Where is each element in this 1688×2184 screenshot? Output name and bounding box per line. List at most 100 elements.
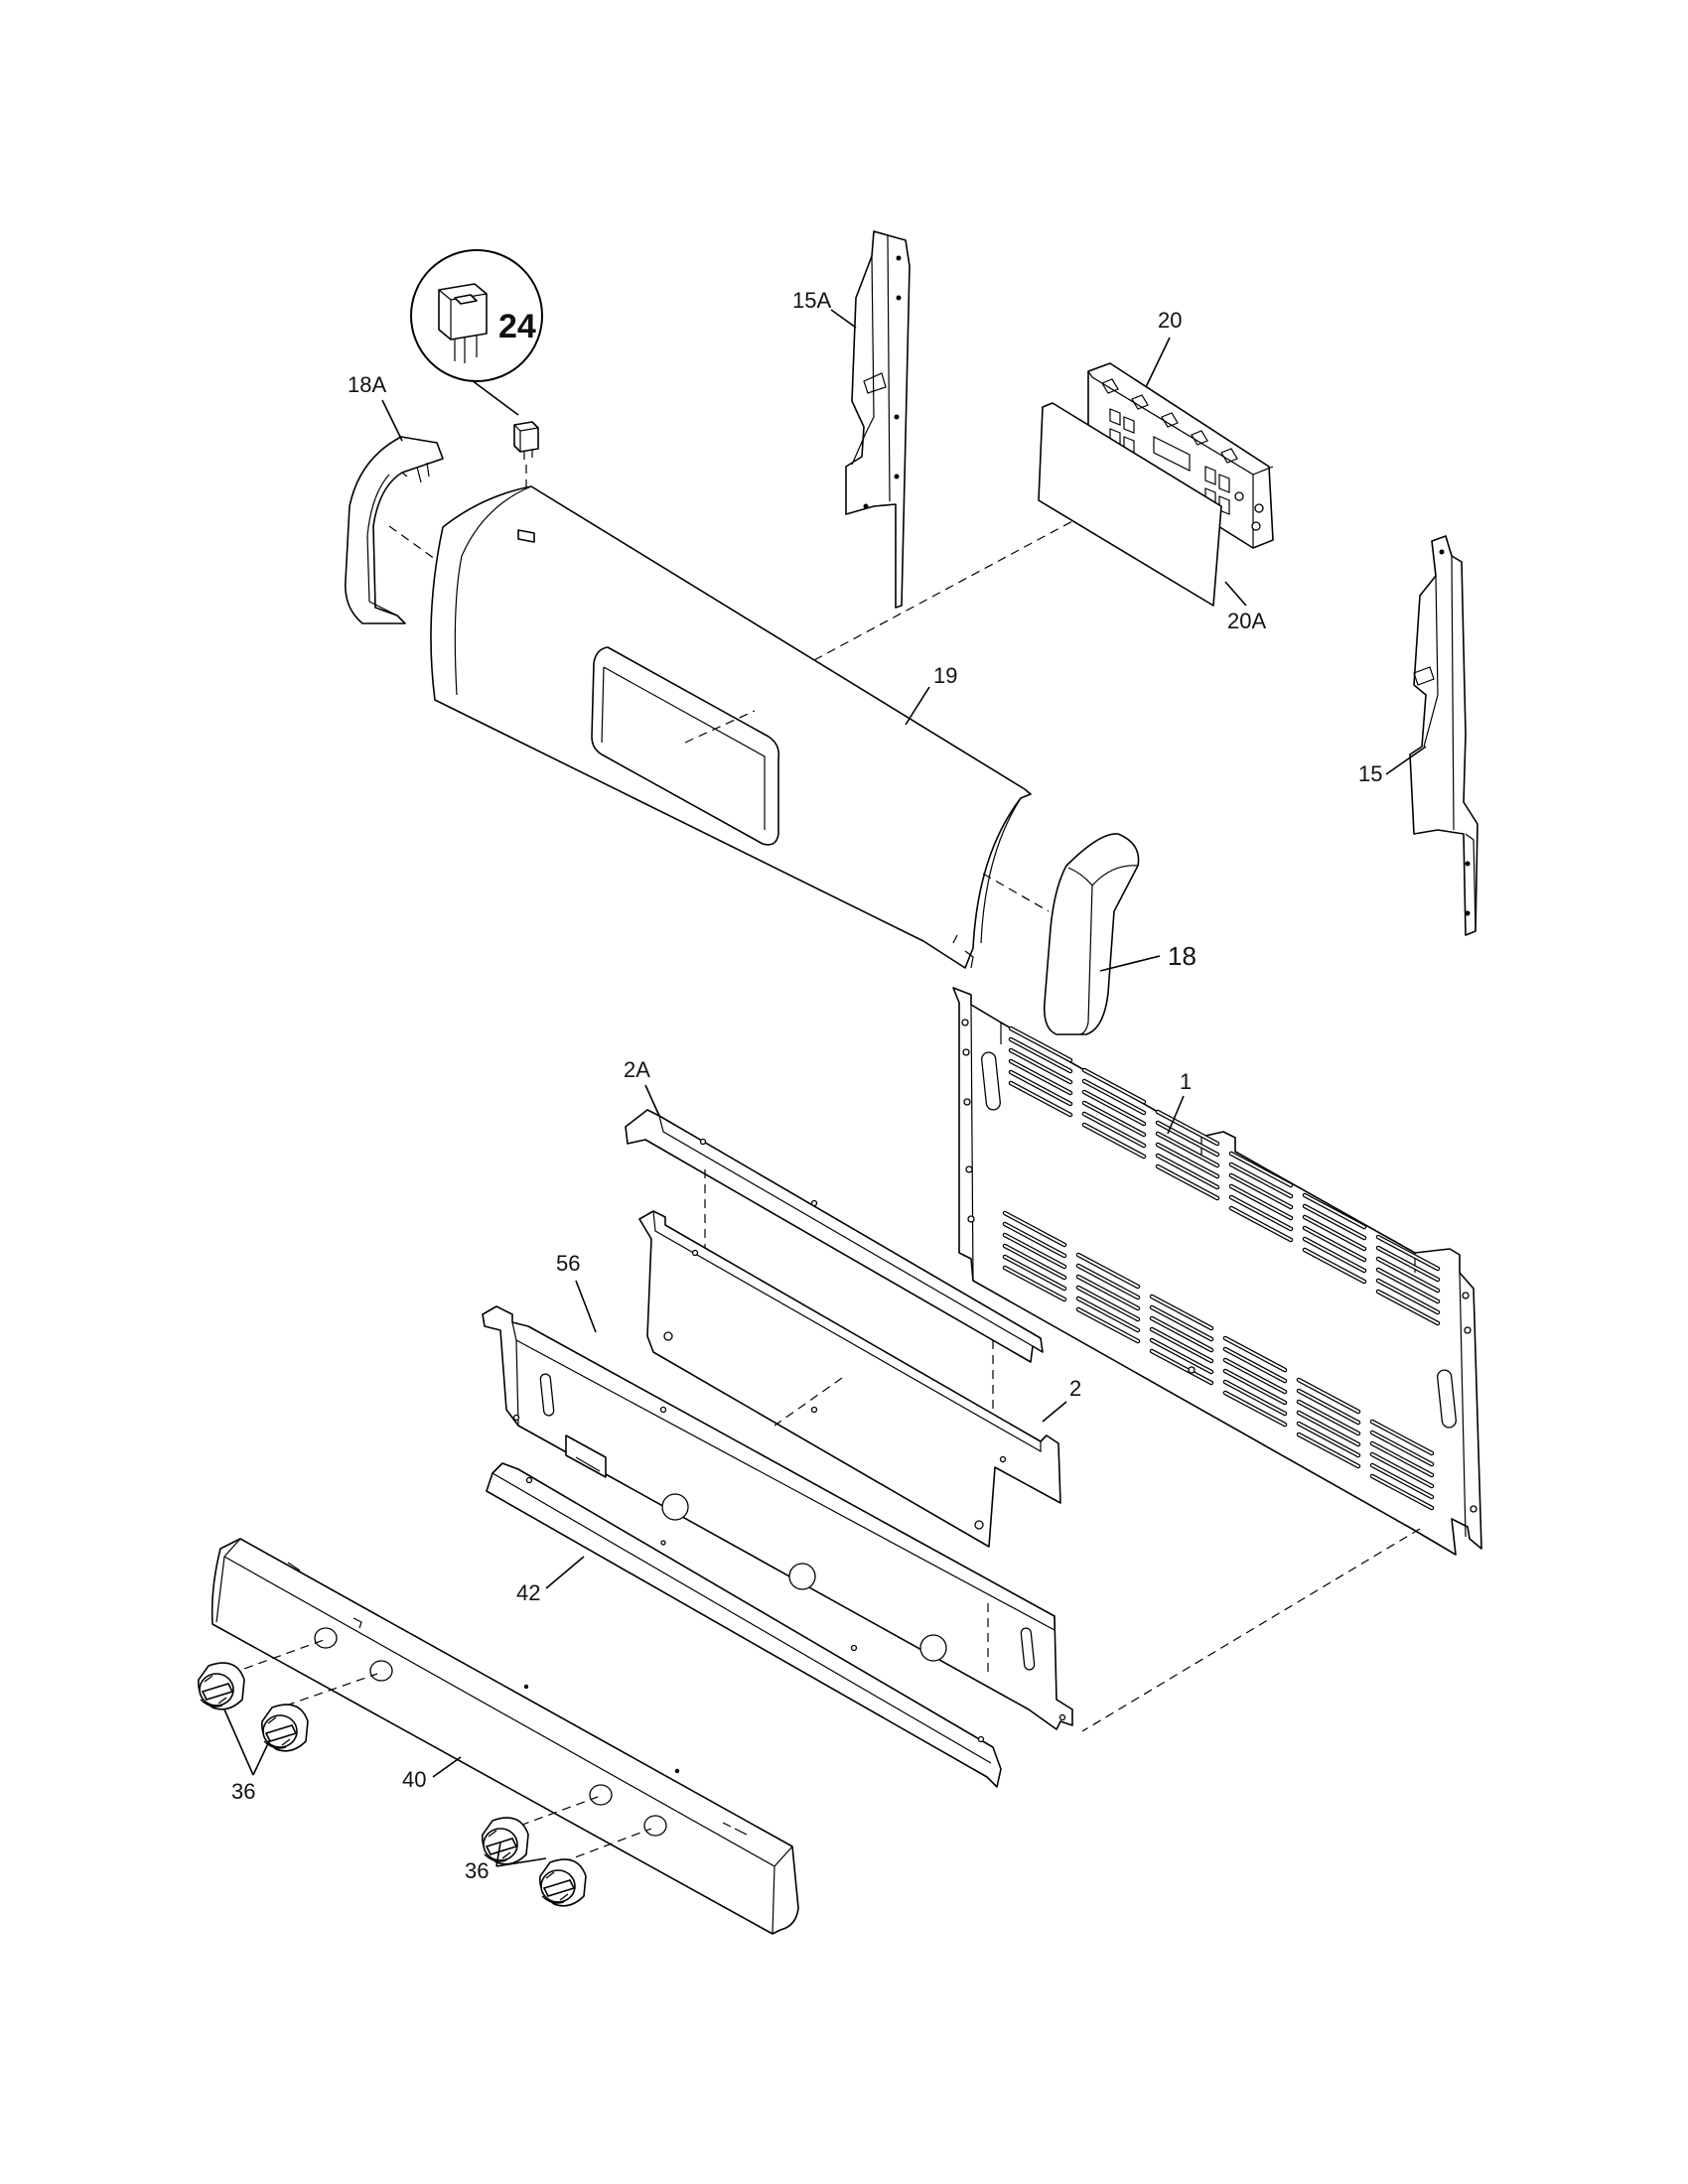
callout-15: 15 (1358, 761, 1382, 786)
vent-slot-inner (1004, 1234, 1065, 1268)
vent-slot-inner (1304, 1249, 1365, 1283)
callout-15A: 15A (792, 288, 831, 313)
right-side-trim-part-15[interactable]: 15 (1358, 535, 1478, 936)
vent-slot-inner (1298, 1423, 1359, 1456)
vent-slot-inner (1004, 1267, 1065, 1300)
vent-slot-inner (1304, 1216, 1365, 1250)
vent-slot-inner (1010, 1049, 1071, 1083)
vent-slot-inner (1083, 1124, 1145, 1158)
manifold-bracket-part-56[interactable]: 56 (482, 1251, 1073, 1730)
left-side-trim-part-15A[interactable]: 15A (792, 230, 911, 609)
vent-slot-inner (1077, 1276, 1139, 1309)
vent-slot-inner (1298, 1433, 1359, 1467)
vent-slot-inner (1377, 1258, 1439, 1292)
vent-slot-inner (1083, 1091, 1145, 1125)
vent-slot-inner (1230, 1174, 1292, 1208)
knobs-part-36[interactable]: 36 36 (197, 1662, 587, 1907)
vent-slot-inner (1224, 1337, 1286, 1371)
callout-36-right: 36 (465, 1858, 489, 1883)
vent-slot-inner (1010, 1071, 1071, 1105)
knob-icon (481, 1817, 529, 1865)
callout-40: 40 (402, 1767, 426, 1792)
trim-strip-part-42[interactable]: 42 (486, 1462, 1002, 1788)
vent-slot-inner (1157, 1122, 1218, 1156)
vent-slot-inner (1230, 1207, 1292, 1241)
vent-slot-inner (1224, 1359, 1286, 1393)
vent-slot-inner (1083, 1102, 1145, 1136)
right-end-cap-part-18[interactable]: 18 (1043, 833, 1196, 1035)
callout-56: 56 (556, 1251, 580, 1276)
vent-slot-inner (1371, 1432, 1433, 1465)
vent-slot-inner (1151, 1339, 1212, 1373)
control-panel-part-40[interactable]: 40 (211, 1538, 799, 1935)
callout-20A: 20A (1227, 609, 1266, 633)
vent-slot-inner (1010, 1060, 1071, 1094)
vent-slot-inner (1377, 1291, 1439, 1324)
vent-slot-inner (1230, 1185, 1292, 1219)
vent-slot-inner (1157, 1165, 1218, 1199)
vent-slot-inner (1151, 1328, 1212, 1362)
vent-slot-inner (1230, 1196, 1292, 1230)
vent-slot-inner (1010, 1027, 1071, 1061)
vent-slot-inner (1151, 1296, 1212, 1329)
vent-slot-inner (1077, 1287, 1139, 1320)
vent-slot-inner (1304, 1238, 1365, 1272)
callout-18: 18 (1168, 941, 1196, 971)
vent-slot-inner (1157, 1144, 1218, 1177)
vent-slot-inner (1151, 1317, 1212, 1351)
callout-1: 1 (1180, 1069, 1192, 1094)
left-end-cap-part-18A[interactable]: 18A (345, 372, 444, 624)
middle-shield-part-2[interactable]: 2 (638, 1210, 1081, 1548)
vent-slot-inner (1083, 1080, 1145, 1114)
knob-group (197, 1662, 587, 1907)
vent-slot-inner (1298, 1379, 1359, 1413)
vent-slot-inner (1004, 1212, 1065, 1246)
vent-slot-inner (1298, 1412, 1359, 1445)
vent-slot-inner (1298, 1390, 1359, 1424)
upper-shield-part-2A[interactable]: 2A (624, 1057, 1044, 1420)
vent-slot-inner (1371, 1421, 1433, 1454)
electronic-control-part-20[interactable] (1087, 362, 1274, 549)
knob-icon (197, 1662, 245, 1710)
vent-slot-inner (1224, 1392, 1286, 1426)
vent-slot-inner (1077, 1297, 1139, 1331)
callout-36-left: 36 (231, 1779, 255, 1804)
callout-24: 24 (498, 308, 536, 345)
vent-slot-inner (1151, 1306, 1212, 1340)
vent-slot-inner (1371, 1453, 1433, 1487)
vent-slot-inner (1004, 1245, 1065, 1279)
rocker-switch-part-24[interactable]: 24 (410, 249, 543, 508)
callout-20: 20 (1158, 308, 1182, 333)
vent-slot-inner (1230, 1153, 1292, 1186)
vent-slot-inner (1083, 1069, 1145, 1103)
vent-slot-inner (1077, 1265, 1139, 1298)
vent-slot-inner (1371, 1442, 1433, 1476)
vent-slot-inner (1083, 1113, 1145, 1147)
knob-icon (538, 1858, 587, 1907)
control-overlay-part-20A[interactable]: 20 20A (1038, 308, 1266, 633)
vent-slot-inner (1004, 1223, 1065, 1257)
vent-slot-inner (1298, 1401, 1359, 1434)
vent-slot-inner (1157, 1155, 1218, 1188)
vent-slot-inner (1077, 1308, 1139, 1342)
vent-slot-inner (1157, 1111, 1218, 1145)
backguard-panel-part-19[interactable]: 19 (430, 485, 1101, 969)
vent-slot-inner (1077, 1254, 1139, 1288)
vent-slot-inner (1371, 1464, 1433, 1498)
rear-panel-vent-slots (1002, 1025, 1441, 1511)
vent-slot-inner (1371, 1475, 1433, 1509)
vent-slot-inner (1304, 1227, 1365, 1261)
callout-2: 2 (1069, 1376, 1081, 1401)
rear-panel-part-1[interactable]: 1 (952, 987, 1482, 1732)
vent-slot-inner (1304, 1205, 1365, 1239)
callout-42: 42 (516, 1580, 540, 1605)
switch-detail-icon (438, 283, 488, 363)
vent-slot-inner (1377, 1247, 1439, 1281)
vent-slot-inner (1224, 1348, 1286, 1382)
vent-slot-inner (1151, 1350, 1212, 1384)
callout-18A: 18A (348, 372, 386, 397)
vent-slot-inner (1377, 1236, 1439, 1270)
vent-slot-inner (1010, 1082, 1071, 1116)
vent-slot-inner (1377, 1280, 1439, 1313)
